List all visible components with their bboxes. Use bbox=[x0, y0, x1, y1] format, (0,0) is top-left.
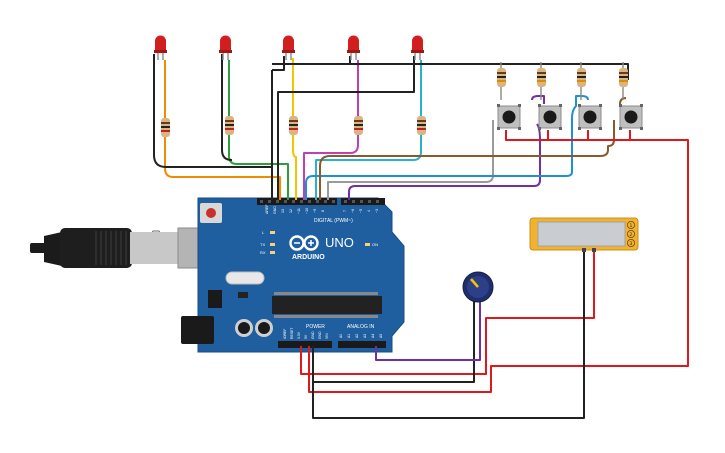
wire-pot-signal bbox=[375, 300, 481, 361]
lcd-pin-3-label: 3 bbox=[630, 241, 633, 247]
arduino-logo: ARDUINO UNO bbox=[289, 235, 354, 261]
wire-gnd-led-5 bbox=[277, 56, 415, 200]
wire-red-lcd bbox=[300, 250, 595, 375]
pin-10-label: ~10 bbox=[305, 208, 309, 214]
a0-label: A0 bbox=[339, 334, 343, 338]
a3-label: A3 bbox=[363, 334, 367, 338]
gnd-label: GND bbox=[273, 206, 277, 214]
button-resistor-4 bbox=[619, 62, 628, 100]
crystal bbox=[225, 271, 265, 285]
usb-cable bbox=[30, 227, 209, 269]
digital-label: DIGITAL (PWM~) bbox=[314, 218, 353, 224]
pin-11-label: ~11 bbox=[297, 208, 301, 214]
led-2[interactable] bbox=[219, 35, 232, 61]
led-resistors bbox=[161, 116, 426, 137]
button-3[interactable] bbox=[578, 104, 602, 130]
power-jack bbox=[181, 316, 214, 344]
resistor-4 bbox=[354, 116, 363, 135]
a1-label: A1 bbox=[347, 334, 351, 338]
resistor-1 bbox=[161, 118, 170, 137]
pin-9-label: ~9 bbox=[313, 209, 317, 213]
button-resistors bbox=[497, 62, 628, 100]
led-l-label: L bbox=[262, 230, 265, 235]
wire-gnd-led-3 bbox=[272, 56, 285, 71]
pin-5-label: ~5 bbox=[359, 209, 363, 213]
p-gnd1-label: GND bbox=[311, 331, 315, 339]
button-2[interactable] bbox=[538, 104, 562, 130]
analog-label: ANALOG IN bbox=[347, 324, 375, 330]
wire-magenta bbox=[303, 60, 359, 200]
pin-3-label: ~3 bbox=[375, 209, 379, 213]
lcd-pin-1-label: 1 bbox=[630, 223, 633, 229]
led-rx-label: RX bbox=[260, 250, 266, 255]
wire-gnd-bus bbox=[350, 63, 629, 80]
wire-green bbox=[228, 60, 289, 200]
p-3v3-label: 3.3V bbox=[297, 331, 301, 339]
resistor-2 bbox=[225, 116, 234, 135]
wire-purple bbox=[348, 95, 545, 200]
pin-4-label: 4 bbox=[367, 210, 371, 212]
p-reset-label: RESET bbox=[290, 328, 294, 339]
led-4[interactable] bbox=[347, 35, 360, 61]
potentiometer[interactable] bbox=[462, 271, 494, 303]
a4-label: A4 bbox=[371, 334, 375, 338]
wire-red-bus bbox=[308, 130, 689, 393]
wire-yellow bbox=[292, 58, 297, 200]
pin-8-label: 8 bbox=[321, 210, 325, 212]
pot-indicator bbox=[470, 278, 479, 288]
lcd-module: 1 2 3 bbox=[529, 217, 639, 252]
button-4[interactable] bbox=[619, 104, 643, 130]
a2-label: A2 bbox=[355, 334, 359, 338]
p-gnd2-label: GND bbox=[318, 331, 322, 339]
pin-12-label: 12 bbox=[289, 209, 293, 213]
wire-cyan bbox=[315, 60, 422, 200]
atmega-chip bbox=[272, 296, 382, 314]
capacitors bbox=[235, 319, 273, 337]
arduino-board: ARDUINO UNO L TX RX ON bbox=[181, 197, 405, 353]
lcd-pin-2-label: 2 bbox=[630, 232, 633, 238]
wire-orange bbox=[164, 60, 281, 200]
wire-brown bbox=[319, 97, 627, 200]
leds bbox=[154, 35, 424, 61]
wires bbox=[153, 54, 689, 419]
button-resistor-3 bbox=[577, 62, 586, 100]
power-header: POWER ANALOG IN IOREF RESET 3.3V 5V GND … bbox=[278, 324, 386, 348]
p-vin-label: VIN bbox=[325, 333, 329, 339]
button-resistor-2 bbox=[537, 62, 546, 100]
button-resistor-1 bbox=[497, 62, 506, 100]
led-on-label: ON bbox=[372, 242, 378, 247]
logo-text: ARDUINO bbox=[292, 254, 325, 261]
p-ioref-label: IOREF bbox=[283, 329, 287, 339]
power-label: POWER bbox=[306, 324, 325, 330]
button-1[interactable] bbox=[497, 104, 521, 130]
resistor-3 bbox=[289, 116, 298, 135]
aref-label: AREF bbox=[265, 204, 269, 214]
led-1[interactable] bbox=[154, 35, 167, 61]
resistor-5 bbox=[417, 116, 426, 135]
pin-6-label: ~6 bbox=[351, 209, 355, 213]
led-5[interactable] bbox=[411, 35, 424, 61]
wire-gnd-led-2 bbox=[221, 54, 233, 161]
digital-header: AREF GND 13 12 ~11 ~10 ~9 8 7 ~6 ~5 4 ~3… bbox=[257, 198, 385, 224]
pin-7-label: 7 bbox=[343, 210, 347, 212]
pin-13-label: 13 bbox=[281, 209, 285, 213]
wire-blue bbox=[305, 95, 589, 200]
led-3[interactable] bbox=[282, 35, 295, 61]
p-5v-label: 5V bbox=[304, 334, 308, 339]
wire-gnd-pot bbox=[313, 300, 475, 383]
lcd-screen bbox=[537, 221, 626, 247]
wire-gnd-led-1 bbox=[153, 54, 273, 200]
board-model: UNO bbox=[325, 235, 354, 250]
push-buttons bbox=[497, 104, 643, 130]
a5-label: A5 bbox=[379, 334, 383, 338]
led-tx-label: TX bbox=[260, 242, 265, 247]
